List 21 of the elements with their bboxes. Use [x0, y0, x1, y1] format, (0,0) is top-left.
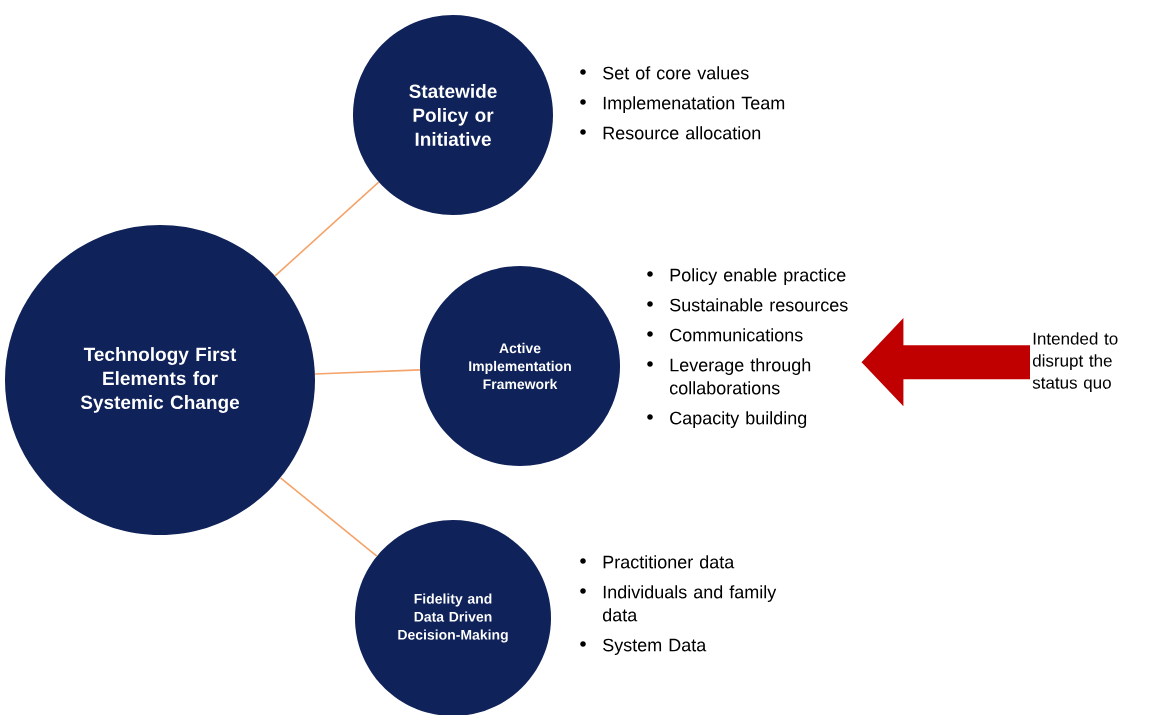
bullet-list: Policy enable practice Sustainable resources Communications Leverage through collaborations Capacity building: [647, 268, 848, 428]
circle-node: Active Implementation Framework: [420, 266, 620, 466]
node-label: Capacity building: [670, 411, 807, 428]
node-label: Leverage through collaborations: [669, 358, 811, 395]
connector-line: [279, 477, 378, 557]
node-label: Resource allocation: [603, 126, 761, 140]
connector-line: [274, 181, 380, 277]
node-label: Policy enable practice: [670, 268, 846, 285]
connector-line: [314, 369, 421, 375]
note-text: Intended to disrupt the status quo: [1032, 332, 1118, 393]
node-label: Set of core values: [603, 66, 749, 80]
circle-node: Statewide Policy or Initiative: [353, 15, 553, 215]
node-label: Communications: [670, 328, 803, 342]
node-label: Sustainable resources: [670, 298, 848, 312]
node-label: Practitioner data: [603, 555, 735, 569]
node-label: System Data: [603, 638, 707, 655]
bullet-list: Set of core values Implemenatation Team Resource allocation: [580, 66, 785, 140]
node-label: Implemenatation Team: [603, 96, 785, 113]
bullet-list: Practitioner data Individuals and family data System Data: [580, 555, 777, 655]
circle-node: Technology First Elements for Systemic Change: [5, 225, 315, 535]
node-label: Individuals and family data: [602, 585, 777, 622]
